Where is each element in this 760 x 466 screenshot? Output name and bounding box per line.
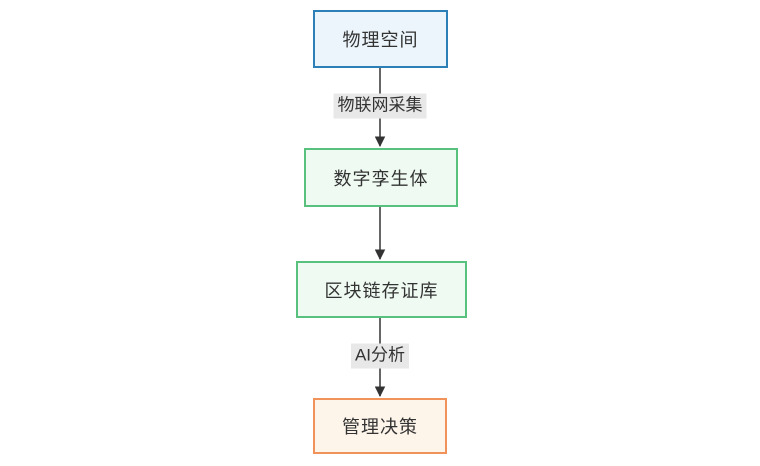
node-management-decision-label: 管理决策	[342, 417, 418, 437]
node-physical-space: 物理空间	[313, 10, 448, 68]
node-digital-twin-label: 数字孪生体	[333, 168, 429, 189]
edge-label-iot-collection: 物联网采集	[333, 93, 427, 119]
node-management-decision: 管理决策	[313, 398, 447, 454]
node-digital-twin: 数字孪生体	[304, 148, 458, 207]
node-blockchain-archive-label: 区块链存证库	[324, 280, 439, 301]
node-blockchain-archive: 区块链存证库	[296, 261, 467, 318]
node-physical-space-label: 物理空间	[342, 30, 419, 50]
edge-label-ai-analysis: AI分析	[350, 343, 410, 369]
